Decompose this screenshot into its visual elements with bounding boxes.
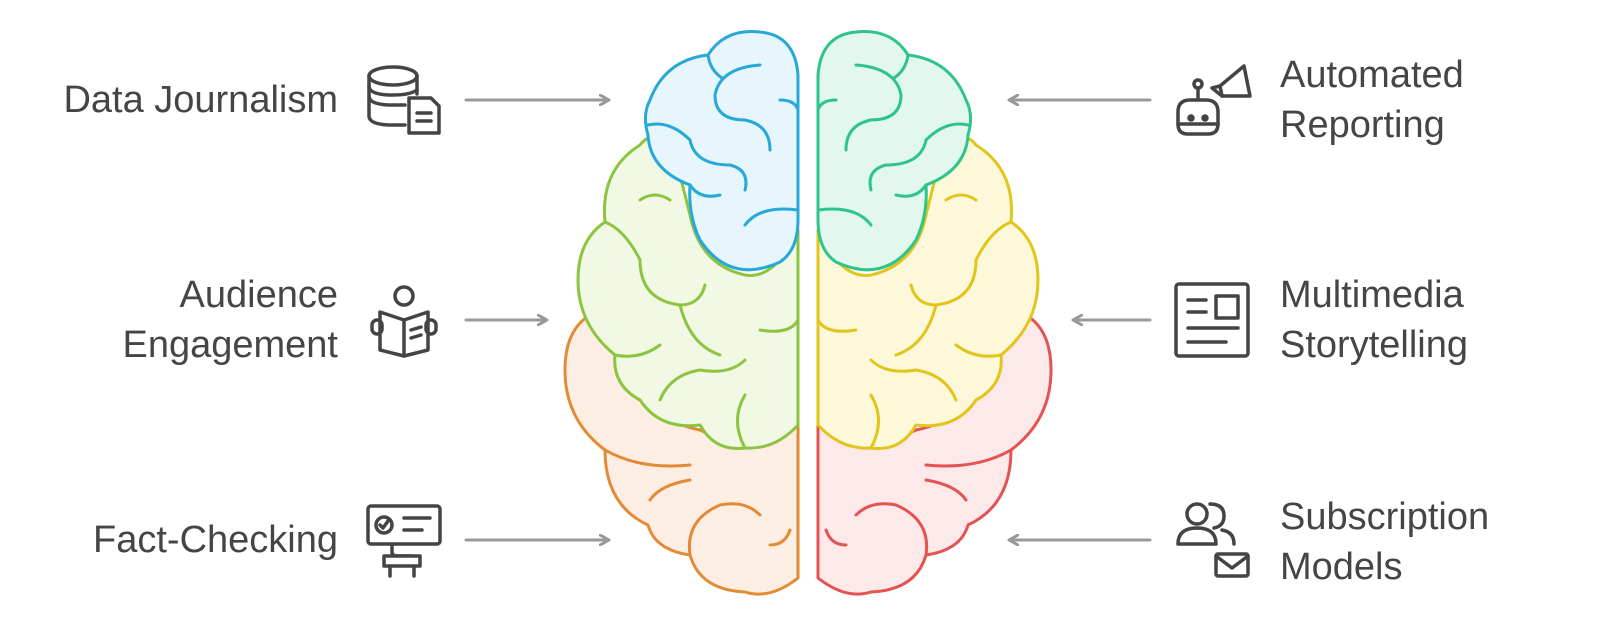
presenter-checklist-icon — [366, 504, 442, 578]
brain-lobe-left-top — [643, 29, 800, 272]
label-multimedia-storytelling: Multimedia Storytelling — [1280, 274, 1468, 366]
newspaper-layout-icon — [1174, 282, 1250, 358]
brain-lobe-right-top — [816, 29, 973, 272]
label-subscription-models: Subscription Models — [1280, 496, 1490, 588]
brain-lobe-right-middle — [816, 133, 1040, 451]
users-mail-icon — [1176, 502, 1250, 578]
brain-lobe-left-middle — [576, 133, 800, 451]
label-fact-checking: Fact-Checking — [93, 519, 338, 561]
database-document-icon — [367, 65, 441, 135]
label-data-journalism: Data Journalism — [63, 79, 338, 121]
person-reading-icon — [370, 285, 438, 358]
label-automated-reporting: Automated Reporting — [1280, 54, 1464, 146]
robot-megaphone-icon — [1176, 64, 1252, 136]
label-audience-engagement: Audience Engagement — [122, 274, 339, 366]
